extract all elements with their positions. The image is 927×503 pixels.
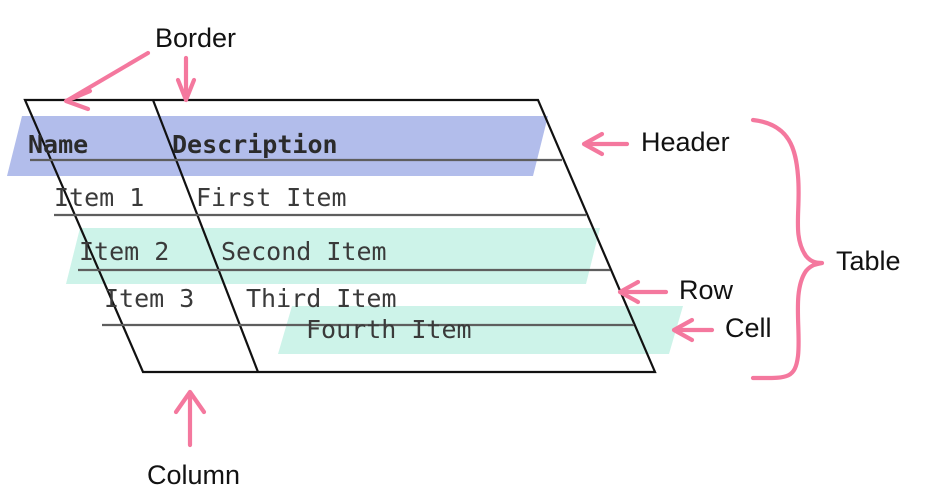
table-header-name: Name [28,130,88,159]
table-cell-description-1: First Item [196,183,347,212]
border-arrow-diagonal [63,50,151,112]
table-cell-name-2: Item 2 [79,237,169,266]
column-arrow [173,389,207,448]
label-border: Border [155,23,236,53]
border-arrow-vertical [175,55,197,103]
row-arrow [617,279,669,305]
label-table: Table [836,246,901,276]
table-cell-description-2: Second Item [221,237,387,266]
table-cell-name-1: Item 1 [54,183,144,212]
column-divider-border [151,99,260,373]
table-header-description: Description [172,130,338,159]
detached-cell-highlight [278,306,683,354]
label-header: Header [641,127,730,157]
label-cell: Cell [725,313,772,343]
table-brace [750,117,825,381]
table-cell-name-3: Item 3 [104,284,194,313]
label-row: Row [679,275,734,305]
detached-cell-text: Fourth Item [306,315,472,344]
table-cell-description-3: Third Item [246,284,397,313]
table-outer-border [23,98,657,374]
header-arrow [581,131,630,157]
label-column: Column [147,460,240,490]
cell-arrow [671,317,715,343]
